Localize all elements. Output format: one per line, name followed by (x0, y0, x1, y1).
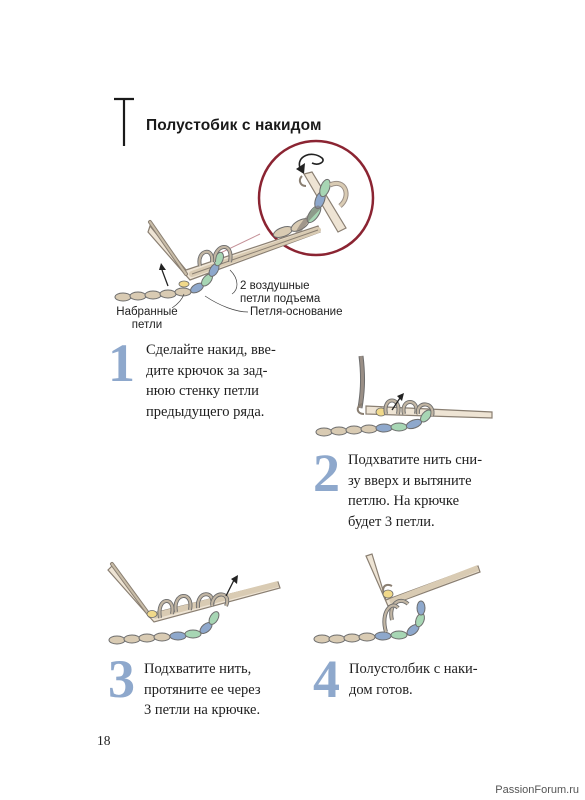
step-3-line: протяните ее через (144, 681, 261, 698)
foundation-chain-1 (114, 287, 192, 302)
label-turning-chain-line-1: 2 воздушные (240, 280, 310, 292)
label-turning-chain: 2 воздушные петли подъема (240, 280, 320, 306)
half-double-crochet-symbol-icon (114, 97, 134, 146)
step-2-text: Подхватите нить сни- зу вверх и вытяните… (348, 450, 508, 532)
crochet-hook-2 (365, 405, 493, 419)
step-1-line: нюю стенку петли (146, 383, 259, 399)
detail-zoom-circle (257, 139, 375, 257)
watermark: PassionForum.ru (495, 784, 579, 796)
step-1-line: Сделайте накид, вве- (146, 342, 276, 358)
step-3-line: Подхватите нить, (144, 661, 252, 677)
page-number: 18 (97, 733, 111, 748)
step-1-line: дите крючок за зад- (146, 362, 268, 379)
section-title: Полустобик с накидом (146, 117, 322, 134)
label-cast-on-loops: Набранные петли (112, 306, 182, 332)
step-2-line: петлю. На крючке (348, 493, 460, 509)
step-2-line: Подхватите нить сни- (348, 452, 483, 468)
zoom-chain (272, 178, 331, 238)
crochet-hook-3 (107, 565, 281, 623)
label-cast-on-line-1: Набранные (116, 306, 178, 318)
crochet-hook-1 (147, 224, 321, 281)
step-4-line: дом готов. (349, 681, 413, 698)
label-turning-chain-line-2: петли подъема (240, 293, 321, 305)
step-number-3: 3 (108, 649, 135, 709)
label-base-loop: Петля-основание (250, 306, 343, 318)
step-4-text: Полустолбик с наки- дом готов. (349, 659, 509, 700)
step-number-1: 1 (108, 333, 135, 393)
step-1-text: Сделайте накид, вве- дите крючок за зад-… (146, 340, 306, 422)
label-cast-on-line-2: петли (131, 319, 163, 331)
step-3-text: Подхватите нить, протяните ее через 3 пе… (144, 659, 304, 721)
step-1-line: предыдущего ряда. (146, 403, 265, 420)
step-2-line: будет 3 петли. (348, 513, 435, 530)
step-number-2: 2 (313, 443, 340, 503)
rotation-arrow-icon (298, 153, 324, 169)
step-2-line: зу вверх и вытяните (348, 472, 472, 489)
crochet-hook-4 (365, 553, 481, 607)
step-3-line: 3 петли на крючке. (144, 702, 261, 718)
step-4-line: Полустолбик с наки- (349, 661, 478, 677)
step-number-4: 4 (313, 649, 340, 709)
